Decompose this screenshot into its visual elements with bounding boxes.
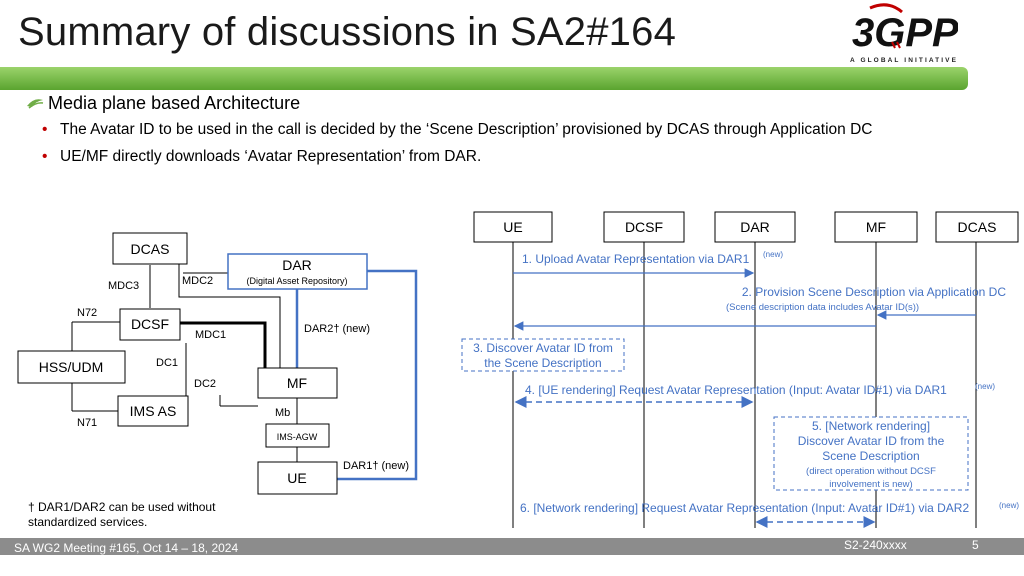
3gpp-logo: 3GPP xyxy=(852,3,958,55)
slide-title: Summary of discussions in SA2#164 xyxy=(18,10,677,54)
step2-label: 2. Provision Scene Description via Appli… xyxy=(742,285,1006,299)
mdc3-label: MDC3 xyxy=(108,280,139,292)
footnote-line1: † DAR1/DAR2 can be used without xyxy=(28,500,216,514)
mdc2-label: MDC2 xyxy=(182,275,213,287)
logo-tagline: A GLOBAL INITIATIVE xyxy=(850,57,959,64)
n72-label: N72 xyxy=(77,307,97,319)
step1-label: 1. Upload Avatar Representation via DAR1 xyxy=(522,252,750,266)
dar2-label: DAR2† (new) xyxy=(304,323,370,335)
ue-node xyxy=(257,461,338,495)
ims-as-label: IMS AS xyxy=(130,403,177,419)
step5-line1: 5. [Network rendering] xyxy=(812,419,930,433)
mb-label: Mb xyxy=(275,407,290,419)
dc1-label: DC1 xyxy=(156,357,178,369)
ims-agw-node xyxy=(265,423,330,448)
actor-mf-label: MF xyxy=(866,219,886,235)
mdc1-label: MDC1 xyxy=(195,329,226,341)
mf-label: MF xyxy=(287,375,307,391)
dar-node xyxy=(227,253,368,290)
footer-doc-number: S2-240xxxx xyxy=(844,538,907,552)
step1-sup: (new) xyxy=(763,250,783,259)
dar1-label: DAR1† (new) xyxy=(343,460,409,472)
step5-line3: Scene Description xyxy=(822,449,919,463)
step5-line5: involvement is new) xyxy=(829,479,912,490)
dar-label: DAR xyxy=(282,257,312,273)
n71-label: N71 xyxy=(77,417,97,429)
sub-bullet-1: The Avatar ID to be used in the call is … xyxy=(42,121,872,139)
mf-node xyxy=(257,367,338,399)
dar-sub-label: (Digital Asset Repository) xyxy=(246,276,347,286)
step3-line1: 3. Discover Avatar ID from xyxy=(473,341,613,355)
footer-bar xyxy=(0,538,1024,555)
dcsf-node xyxy=(119,308,181,341)
step3-line2: the Scene Description xyxy=(484,356,601,370)
actor-dcas-label: DCAS xyxy=(958,219,997,235)
actor-dcsf xyxy=(603,211,685,243)
step6-sup: (new) xyxy=(999,501,1019,510)
actor-dar xyxy=(714,211,796,243)
logo-text: 3GPP xyxy=(852,11,958,55)
step4-label: 4. [UE rendering] Request Avatar Represe… xyxy=(525,383,947,397)
actor-dcas xyxy=(935,211,1019,243)
dcas-label: DCAS xyxy=(131,241,170,257)
actor-dcsf-label: DCSF xyxy=(625,219,663,235)
footer-meeting: SA WG2 Meeting #165, Oct 14 – 18, 2024 xyxy=(14,541,239,555)
header-bar xyxy=(0,67,968,90)
ims-as-node xyxy=(117,395,189,427)
bullet-leaf-icon xyxy=(27,99,44,109)
step2-sublabel: (Scene description data includes Avatar … xyxy=(726,302,919,313)
actor-ue xyxy=(473,211,553,243)
step5-line2: Discover Avatar ID from the xyxy=(798,434,945,448)
actor-ue-label: UE xyxy=(503,219,522,235)
footnote: † DAR1/DAR2 can be used without standard… xyxy=(28,500,215,530)
step5-line4: (direct operation without DCSF xyxy=(806,466,936,477)
bullet-main: Media plane based Architecture xyxy=(48,93,301,113)
page-number: 5 xyxy=(972,538,979,552)
hss-udm-label: HSS/UDM xyxy=(39,359,104,375)
ue-label: UE xyxy=(287,470,306,486)
footnote-line2: standardized services. xyxy=(28,515,148,529)
dcsf-label: DCSF xyxy=(131,316,169,332)
ims-agw-label: IMS-AGW xyxy=(277,432,318,442)
step6-label: 6. [Network rendering] Request Avatar Re… xyxy=(520,501,969,515)
sub-bullet-2: UE/MF directly downloads ‘Avatar Represe… xyxy=(42,148,481,166)
actor-mf xyxy=(834,211,918,243)
hss-udm-node xyxy=(17,350,126,384)
step5-box xyxy=(773,416,969,491)
step3-box xyxy=(461,338,625,372)
step4-sup: (new) xyxy=(975,382,995,391)
dcas-node xyxy=(112,232,188,265)
actor-dar-label: DAR xyxy=(740,219,770,235)
dc2-label: DC2 xyxy=(194,378,216,390)
